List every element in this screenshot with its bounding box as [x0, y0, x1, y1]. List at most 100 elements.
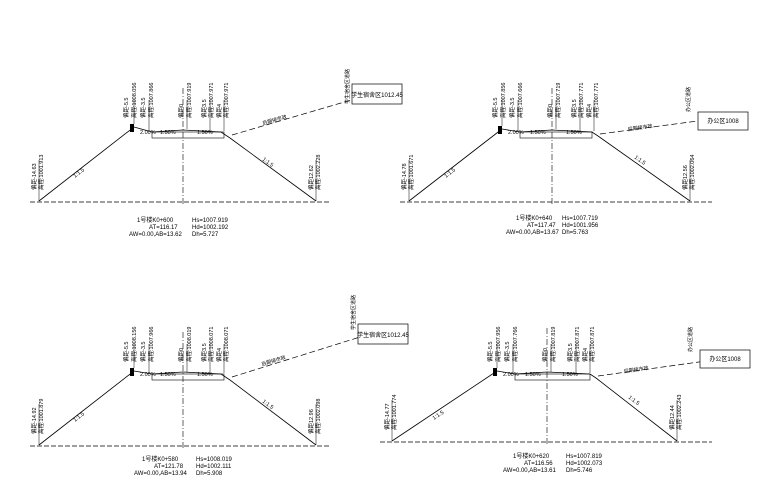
slope-left-ratio: 1:1.5	[73, 167, 86, 179]
hd-value: Hd=1001.956	[562, 223, 599, 229]
right-edge-elev: 高程:1008.071	[222, 327, 230, 362]
left-edge-elev: 高程:1007.856	[499, 83, 507, 118]
center-elev: 高程:1007.819	[549, 327, 557, 362]
elevation-tag-box	[697, 111, 749, 131]
at-value: AT=117.47	[527, 223, 556, 229]
ramp-label: 后期接市政	[627, 123, 653, 133]
slope-pct-1: 2.00%	[508, 130, 524, 136]
toe-left-elev: 高程:1001.913	[37, 155, 45, 190]
toe-left-offset: 偏距-14.63	[30, 163, 38, 190]
toe-left-offset: 偏距-14.77	[383, 403, 391, 430]
ramp-label: 后期接市政	[262, 113, 288, 127]
left-lane-elev: 高程:1007.766	[511, 327, 519, 362]
center-offset: 偏距0	[546, 104, 554, 118]
slope-pct-3: 1.50%	[197, 130, 213, 136]
elevation-tag-text: 学生宿舍区1012.45	[351, 91, 403, 99]
curb-left	[130, 124, 134, 132]
hs-value: Hs=1008.019	[196, 457, 233, 463]
right-edge-elev: 高程:1007.771	[592, 83, 600, 118]
slope-left-ratio: 1:1.5	[432, 410, 445, 422]
right-lane-offset: 偏距3.5	[200, 343, 208, 362]
left-edge-offset: 偏距-5.5	[122, 98, 130, 118]
right-edge-offset: 偏距4	[585, 104, 593, 118]
slope-left-ratio: 1:1.5	[73, 411, 86, 423]
left-lane-offset: 偏距-3.5	[139, 342, 147, 362]
right-edge-elev: 高程:1007.871	[588, 327, 596, 362]
slope-pct-2: 1.50%	[160, 372, 176, 378]
right-slope	[597, 135, 691, 202]
left-slope	[408, 128, 503, 202]
at-value: AT=116.56	[524, 461, 553, 467]
left-slope	[38, 370, 135, 446]
aw-ab-value: AW=0.00,AB=13.61	[503, 468, 556, 474]
center-offset: 偏距0	[177, 348, 185, 362]
pavement-layer	[519, 131, 593, 139]
left-slope	[391, 370, 498, 442]
right-slope	[595, 377, 678, 442]
center-elev: 高程:1008.019	[185, 327, 193, 362]
tag-side-text: 办公区道路	[685, 87, 692, 112]
center-elev: 高程:1007.919	[185, 83, 193, 118]
ramp-line	[231, 97, 359, 136]
center-elev: 高程:1007.719	[554, 83, 562, 118]
curb-left	[130, 368, 134, 376]
ramp-line	[597, 360, 707, 377]
section-k0-580: 学生宿舍区1012.45 学生宿舍区道路 后期接市政 偏距-5.5 高程:100…	[30, 295, 410, 477]
slope-right-ratio: 1:1.5	[261, 157, 274, 169]
toe-right-offset: 偏距12.62	[307, 165, 315, 190]
hs-value: Hs=1007.719	[562, 216, 599, 222]
toe-right-elev: 高程:1002.228	[314, 155, 322, 190]
toe-left-offset: 偏距-14.92	[30, 407, 38, 434]
station-label: 1号楼K0+580	[142, 455, 179, 463]
slope-pct-3: 1.50%	[566, 130, 582, 136]
slope-pct-2: 1.50%	[160, 130, 176, 136]
toe-right-elev: 高程:1002.098	[314, 399, 322, 434]
left-lane-offset: 偏距-3.5	[508, 98, 516, 118]
aw-ab-value: AW=0.00,AB=13.62	[129, 232, 182, 238]
left-edge-offset: 偏距-5.5	[486, 342, 494, 362]
left-edge-offset: 偏距-5.5	[491, 98, 499, 118]
right-lane-elev: 高程:1007.871	[573, 327, 581, 362]
elevation-tag-text: 办公区1008	[709, 355, 741, 363]
curb-left	[498, 126, 502, 134]
left-edge-elev: 高程:1007.956	[494, 327, 502, 362]
hd-value: Hd=1002.192	[192, 225, 229, 231]
hs-value: Hs=1007.819	[566, 454, 603, 460]
left-edge-elev: 高程:1008.156	[130, 327, 138, 362]
section-k0-640: 办公区1008 办公区道路 后期接市政 偏距-5.5 高程:1007.856 偏…	[400, 83, 749, 236]
left-lane-offset: 偏距-3.5	[503, 342, 511, 362]
slope-pct-2: 1.50%	[530, 130, 546, 136]
elevation-tag-text: 学生宿舍区1012.45	[357, 331, 409, 339]
slope-right-ratio: 1:1.5	[627, 395, 640, 407]
section-k0-600: 学生宿舍区1012.45 学生宿舍区道路 后期接市政 偏距-5.5 高程:100…	[30, 69, 404, 238]
toe-left-elev: 高程:1001.671	[407, 155, 415, 190]
right-edge-offset: 偏距4	[215, 348, 223, 362]
right-slope	[229, 379, 317, 446]
left-slope	[38, 126, 135, 202]
curb-left	[493, 368, 497, 376]
slope-right-ratio: 1:1.5	[261, 399, 274, 411]
aw-ab-value: AW=0.00,AB=13.94	[134, 471, 187, 477]
ramp-label: 后期接市政	[623, 365, 649, 375]
ramp-line	[231, 336, 361, 378]
center-offset: 偏距0	[541, 348, 549, 362]
elevation-tag-box	[357, 323, 409, 345]
right-edge-offset: 偏距4	[581, 348, 589, 362]
slope-pct-1: 2.00%	[140, 130, 156, 136]
dh-value: Dh=5.908	[196, 471, 223, 477]
station-label: 1号楼K0+620	[513, 452, 550, 460]
elevation-tag-text: 办公区1008	[707, 117, 739, 125]
slope-pct-3: 1.50%	[197, 372, 213, 378]
right-lane-offset: 偏距3.5	[566, 343, 574, 362]
station-label: 1号楼K0+640	[516, 214, 553, 222]
toe-right-elev: 高程:1002.064	[688, 155, 696, 190]
right-lane-elev: 高程:1007.771	[577, 83, 585, 118]
pavement-layer	[514, 373, 591, 381]
right-edge-offset: 偏距4	[215, 104, 223, 118]
right-lane-offset: 偏距3.5	[200, 99, 208, 118]
left-lane-offset: 偏距-3.5	[139, 98, 147, 118]
toe-right-offset: 偏距12.56	[681, 165, 689, 190]
slope-right-ratio: 1:1.5	[633, 155, 646, 167]
toe-left-offset: 偏距-14.78	[400, 163, 408, 190]
